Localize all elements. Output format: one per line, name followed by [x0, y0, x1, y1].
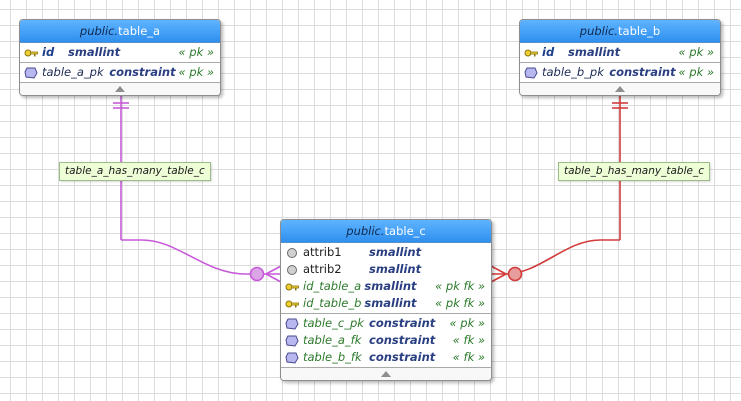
- column-tag: « pk »: [678, 45, 714, 59]
- key-icon: [285, 283, 299, 290]
- index-tag: « pk »: [678, 65, 714, 79]
- indexes-section: table_c_pk constraint « pk » table_a_fk …: [281, 314, 491, 368]
- column-tag: « pk »: [178, 45, 214, 59]
- index-icon: [24, 67, 38, 79]
- column-name: id: [542, 45, 555, 59]
- column-row[interactable]: attrib2 smallint: [281, 261, 491, 278]
- column-type: smallint: [369, 245, 422, 259]
- column-tag: « pk fk »: [435, 279, 485, 293]
- entity-table-c[interactable]: public.table_c attrib1 smallint attrib2 …: [280, 219, 492, 381]
- column-name: id_table_b: [303, 296, 362, 310]
- indexes-section: table_b_pk constraint « pk »: [520, 63, 720, 83]
- column-name: attrib2: [303, 262, 342, 276]
- column-name: id: [42, 45, 55, 59]
- index-tag: « fk »: [452, 333, 485, 347]
- index-type: constraint: [609, 65, 676, 79]
- schema-name: public.: [346, 224, 385, 238]
- index-tag: « fk »: [452, 350, 485, 364]
- index-row[interactable]: table_a_fk constraint « fk »: [281, 332, 491, 349]
- schema-name: public.: [79, 24, 119, 38]
- expand-toggle[interactable]: [281, 368, 491, 380]
- index-type: constraint: [109, 65, 176, 79]
- columns-section: attrib1 smallint attrib2 smallint id_tab…: [281, 243, 491, 314]
- index-row[interactable]: table_c_pk constraint « pk »: [281, 315, 491, 332]
- index-icon: [285, 335, 299, 347]
- relationship-b-c[interactable]: [490, 95, 628, 283]
- entity-header[interactable]: public.table_b: [520, 20, 720, 43]
- index-name: table_a_fk: [303, 333, 362, 347]
- column-icon: [287, 264, 297, 275]
- entity-table-a[interactable]: public.table_a id smallint « pk » table_…: [19, 19, 221, 96]
- index-icon: [524, 67, 538, 79]
- column-row[interactable]: id_table_b smallint « pk fk »: [281, 295, 491, 312]
- index-icon: [285, 318, 299, 330]
- column-row[interactable]: id smallint « pk »: [520, 44, 720, 61]
- column-row[interactable]: id smallint « pk »: [20, 44, 220, 61]
- expand-toggle[interactable]: [520, 83, 720, 95]
- indexes-section: table_a_pk constraint « pk »: [20, 63, 220, 83]
- index-icon: [285, 352, 299, 364]
- column-tag: « pk fk »: [435, 296, 485, 310]
- table-name: table_c: [384, 224, 426, 238]
- index-type: constraint: [369, 350, 436, 364]
- columns-section: id smallint « pk »: [20, 43, 220, 63]
- index-name: table_c_pk: [303, 316, 364, 330]
- index-row[interactable]: table_a_pk constraint « pk »: [20, 64, 220, 81]
- schema-name: public.: [579, 24, 619, 38]
- column-name: attrib1: [303, 245, 342, 259]
- key-icon: [24, 49, 38, 56]
- column-row[interactable]: attrib1 smallint: [281, 244, 491, 261]
- index-type: constraint: [369, 316, 436, 330]
- column-type: smallint: [68, 45, 121, 59]
- column-type: smallint: [364, 296, 417, 310]
- column-name: id_table_a: [303, 279, 362, 293]
- columns-section: id smallint « pk »: [520, 43, 720, 63]
- column-type: smallint: [364, 279, 417, 293]
- index-type: constraint: [369, 333, 436, 347]
- index-name: table_b_fk: [303, 350, 362, 364]
- index-name: table_b_pk: [542, 65, 604, 79]
- expand-toggle[interactable]: [20, 83, 220, 95]
- index-row[interactable]: table_b_fk constraint « fk »: [281, 349, 491, 366]
- relationship-a-c[interactable]: [113, 95, 282, 283]
- key-icon: [524, 49, 538, 56]
- column-type: smallint: [568, 45, 621, 59]
- column-icon: [287, 247, 297, 258]
- index-tag: « pk »: [449, 316, 485, 330]
- relationship-label-a[interactable]: table_a_has_many_table_c: [59, 162, 211, 181]
- index-tag: « pk »: [178, 65, 214, 79]
- entity-header[interactable]: public.table_a: [20, 20, 220, 43]
- relationship-label-b[interactable]: table_b_has_many_table_c: [558, 162, 710, 181]
- entity-header[interactable]: public.table_c: [281, 220, 491, 243]
- table-name: table_b: [618, 24, 661, 38]
- column-type: smallint: [369, 262, 422, 276]
- column-row[interactable]: id_table_a smallint « pk fk »: [281, 278, 491, 295]
- key-icon: [285, 300, 299, 307]
- index-row[interactable]: table_b_pk constraint « pk »: [520, 64, 720, 81]
- table-name: table_a: [118, 24, 161, 38]
- index-name: table_a_pk: [42, 65, 104, 79]
- entity-table-b[interactable]: public.table_b id smallint « pk » table_…: [519, 19, 721, 96]
